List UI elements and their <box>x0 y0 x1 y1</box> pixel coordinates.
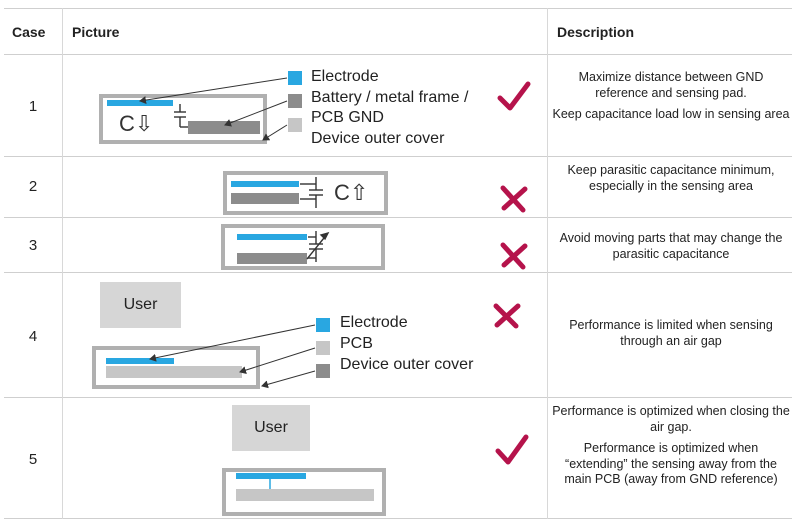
case4-pcb <box>106 366 242 378</box>
case1-capacitor-icon <box>174 104 188 128</box>
case3-device-cover <box>221 224 385 270</box>
column-divider-description <box>547 8 548 519</box>
case1-gnd-plane <box>188 121 260 134</box>
header-divider <box>4 54 792 55</box>
case1-legend-gnd-line1: Battery / metal frame / <box>311 89 469 106</box>
case5-user-finger: User <box>232 405 310 451</box>
description-4: Performance is limited when sensing thro… <box>551 318 791 349</box>
case1-legend-gnd-line2: PCB GND <box>311 109 384 126</box>
case-number-4: 4 <box>28 328 38 345</box>
case1-arrow-electrode <box>139 77 288 105</box>
case4-legend-cover: Device outer cover <box>340 356 474 373</box>
description-1: Maximize distance between GND reference … <box>551 70 791 123</box>
description-4-line-1: Performance is limited when sensing thro… <box>569 318 773 348</box>
case4-legend-electrode-swatch <box>316 318 330 332</box>
case4-cross-icon <box>493 303 521 329</box>
case1-capacitance-label: C⇩ <box>119 111 154 136</box>
header-description: Description <box>557 24 635 40</box>
case4-arrow-pcb <box>239 347 316 374</box>
case5-pcb <box>236 489 374 501</box>
header-picture: Picture <box>72 24 120 40</box>
description-3-line-1: Avoid moving parts that may change the p… <box>559 231 783 261</box>
row-divider-1 <box>4 156 792 157</box>
case3-variable-capacitor-icon <box>306 231 330 262</box>
description-5-line-2: Performance is optimized when “extending… <box>564 441 778 486</box>
case4-legend-pcb: PCB <box>340 335 373 352</box>
case2-electrode <box>231 181 299 187</box>
case2-gnd-plane <box>231 193 299 204</box>
description-1-line-2: Keep capacitance load low in sensing are… <box>552 107 790 121</box>
case4-arrow-cover <box>261 370 316 389</box>
case5-electrode <box>236 473 306 479</box>
column-divider-case <box>62 8 63 519</box>
case2-capacitance-label: C⇧ <box>334 180 369 205</box>
case1-legend-cover: Device outer cover <box>311 130 445 147</box>
case-number-2: 2 <box>28 178 38 195</box>
case3-gnd-plane <box>237 253 307 264</box>
case1-arrow-gnd <box>224 100 288 127</box>
case5-device-cover <box>222 468 386 516</box>
case1-arrow-cover <box>262 124 288 141</box>
case4-electrode <box>106 358 174 364</box>
case1-legend-gnd-swatch <box>288 94 302 108</box>
case-number-1: 1 <box>28 98 38 115</box>
case4-legend-electrode: Electrode <box>340 314 408 331</box>
case5-check-icon <box>495 434 529 465</box>
case4-device-cover <box>92 346 260 389</box>
case4-legend-pcb-swatch <box>316 341 330 355</box>
case3-electrode <box>237 234 307 240</box>
table-top-border <box>4 8 792 9</box>
table-bottom-border <box>4 518 792 519</box>
row-divider-2 <box>4 217 792 218</box>
case1-legend-electrode: Electrode <box>311 68 379 85</box>
case2-cross-icon <box>500 185 528 213</box>
case3-cross-icon <box>500 242 528 270</box>
row-divider-3 <box>4 272 792 273</box>
description-5: Performance is optimized when closing th… <box>551 404 791 488</box>
description-2-line-1: Keep parasitic capacitance minimum, espe… <box>567 163 775 193</box>
header-case: Case <box>12 24 46 40</box>
case2-capacitor-icon <box>300 177 323 208</box>
case4-user-finger: User <box>100 282 181 328</box>
case1-legend-electrode-swatch <box>288 71 302 85</box>
description-1-line-1: Maximize distance between GND reference … <box>578 70 764 100</box>
case4-legend-cover-swatch <box>316 364 330 378</box>
case4-arrow-electrode <box>149 324 316 362</box>
case-number-3: 3 <box>28 237 38 254</box>
description-2: Keep parasitic capacitance minimum, espe… <box>551 163 791 194</box>
case1-device-cover <box>99 94 267 144</box>
description-5-line-1: Performance is optimized when closing th… <box>552 404 790 434</box>
row-divider-4 <box>4 397 792 398</box>
description-3: Avoid moving parts that may change the p… <box>551 231 791 262</box>
case2-device-cover <box>223 171 388 215</box>
case1-legend-cover-swatch <box>288 118 302 132</box>
case1-check-icon <box>497 81 531 111</box>
case-number-5: 5 <box>28 451 38 468</box>
